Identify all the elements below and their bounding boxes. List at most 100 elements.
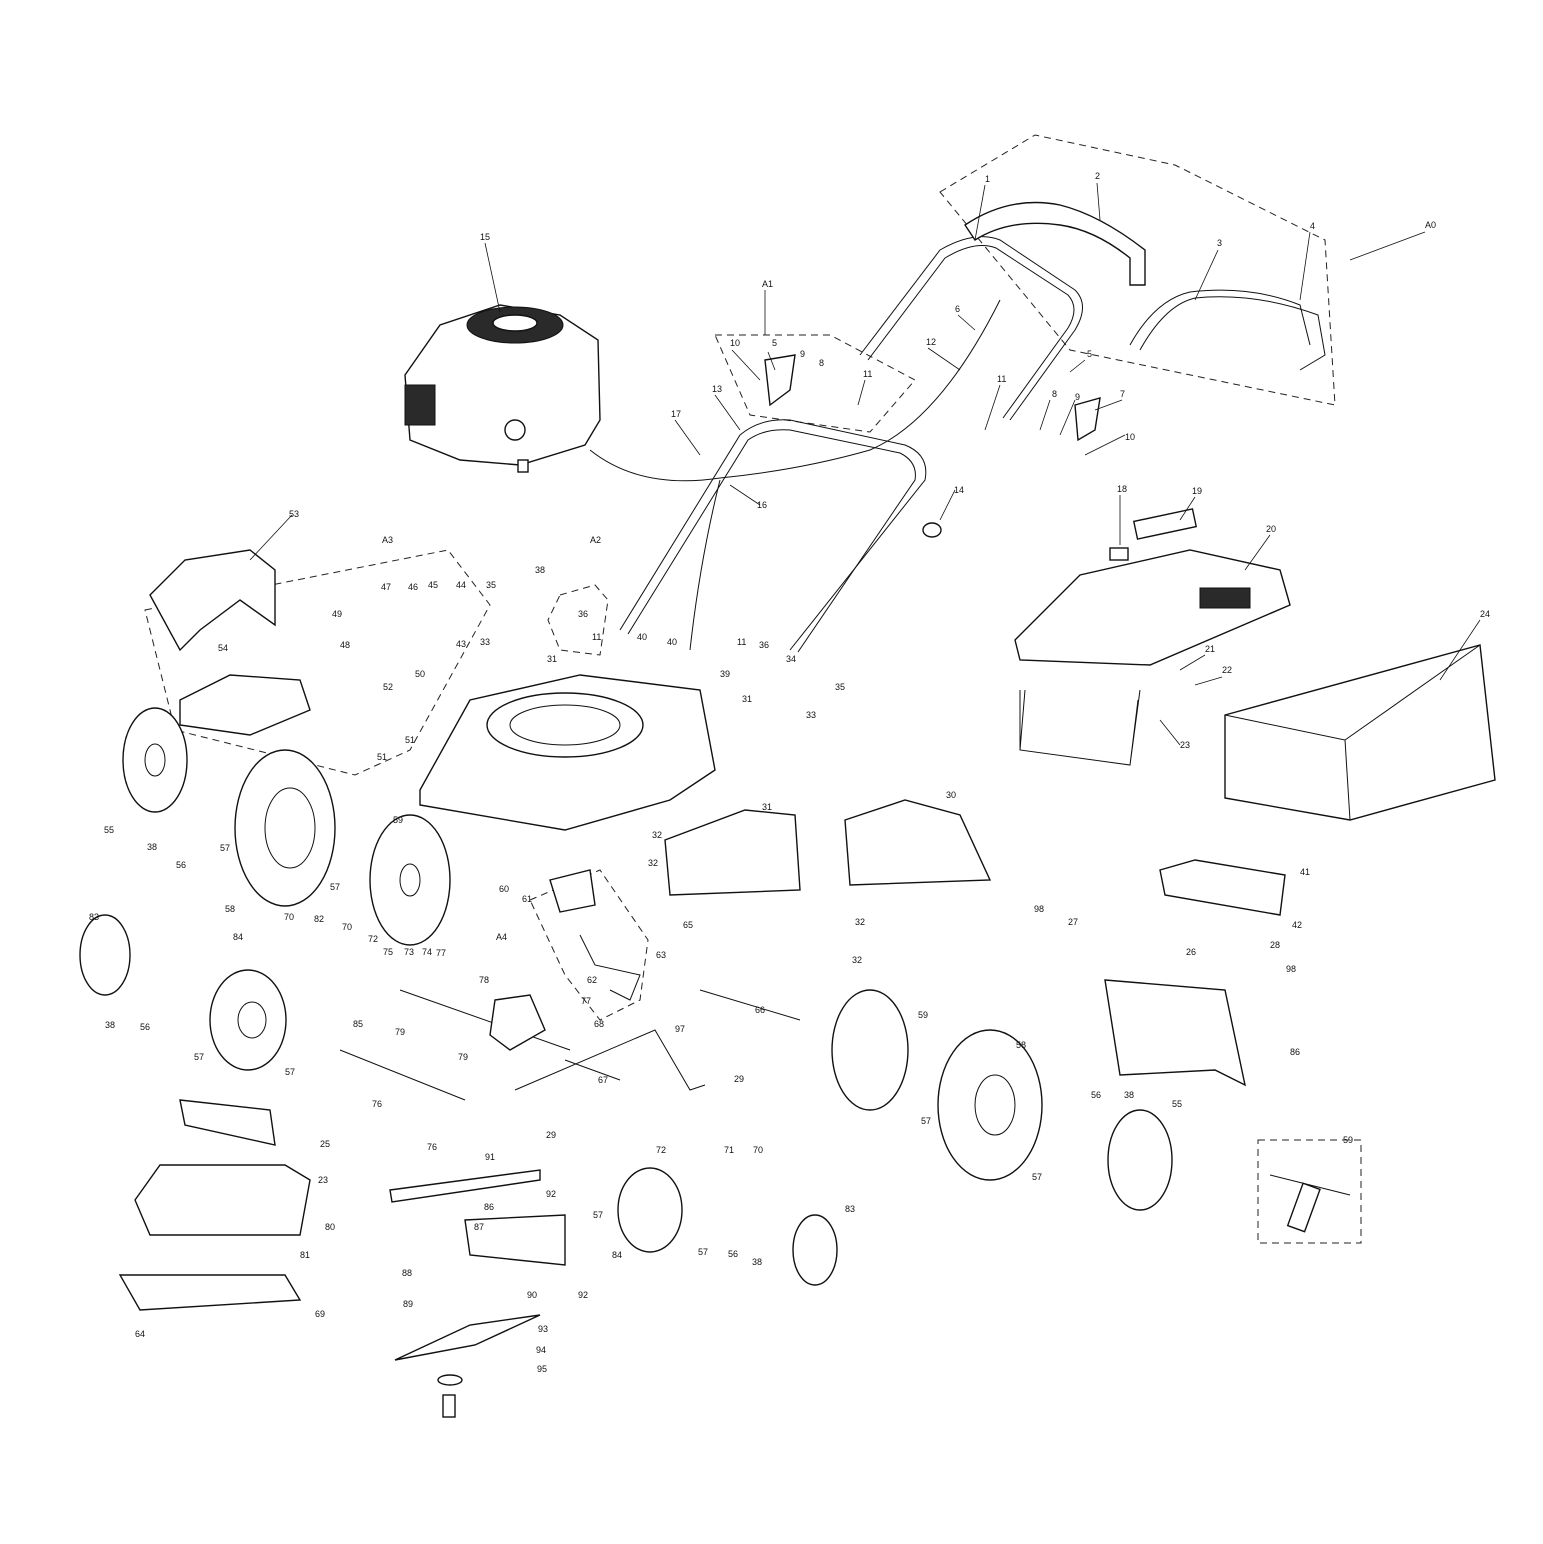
- grip-bar: [964, 201, 1146, 286]
- chute-53: [149, 549, 276, 652]
- lower-handle-bar-inner: [627, 429, 916, 653]
- spring-67: [564, 1059, 621, 1081]
- height-lever-62: [579, 934, 641, 1001]
- callout-9-right: 9: [1075, 392, 1080, 402]
- callout-9-left: 9: [800, 349, 805, 359]
- label-plate-18: [1109, 547, 1129, 561]
- callout-92-b: 92: [578, 1290, 588, 1300]
- callout-A1: A1: [762, 279, 773, 289]
- label-plate-19: [1132, 508, 1198, 540]
- group-A2-outline: [547, 584, 609, 656]
- lower-handle-bar: [619, 419, 927, 651]
- upper-handle-bar-inner: [867, 245, 1075, 419]
- wheel-disc-left-hub: [399, 863, 421, 897]
- callout-35-b: 35: [835, 682, 845, 692]
- callout-56-b: 56: [140, 1022, 150, 1032]
- handle-assembly: [589, 201, 1326, 653]
- callout-31-b: 31: [547, 654, 557, 664]
- callout-67: 67: [598, 1075, 608, 1085]
- control-cable-lower: [689, 479, 721, 651]
- callout-24: 24: [1480, 609, 1490, 619]
- callout-57-c: 57: [194, 1052, 204, 1062]
- callout-20: 20: [1266, 524, 1276, 534]
- callout-16: 16: [757, 500, 767, 510]
- group-59-outline: [1257, 1139, 1362, 1244]
- callout-32-a: 32: [652, 830, 662, 840]
- callout-86-a: 86: [484, 1202, 494, 1212]
- callout-68: 68: [594, 1019, 604, 1029]
- callout-18: 18: [1117, 484, 1127, 494]
- callout-58-a: 58: [225, 904, 235, 914]
- grass-bag: [1224, 644, 1496, 821]
- engine-air-filter: [404, 384, 436, 426]
- wheel-disc-right: [831, 989, 909, 1111]
- callout-57-e: 57: [593, 1210, 603, 1220]
- callout-8-left: 8: [819, 358, 824, 368]
- callout-A3: A3: [382, 535, 393, 545]
- callout-44: 44: [456, 580, 466, 590]
- callout-76-b: 76: [427, 1142, 437, 1152]
- callout-23-top: 23: [1180, 740, 1190, 750]
- callout-72-b: 72: [656, 1145, 666, 1155]
- callout-58-b: 58: [1016, 1040, 1026, 1050]
- rear-bumper-80: [134, 1164, 311, 1236]
- callout-33-b: 33: [806, 710, 816, 720]
- callout-1: 1: [985, 174, 990, 184]
- drive-components: [339, 869, 801, 1418]
- callout-8-right: 8: [1052, 389, 1057, 399]
- callout-84-b: 84: [612, 1250, 622, 1260]
- engine-shaft: [517, 459, 529, 473]
- side-discharge-chute: [844, 799, 992, 886]
- axle-78: [399, 989, 571, 1051]
- baffle-92: [464, 1214, 566, 1266]
- blade-adapter-94: [437, 1374, 463, 1386]
- mower-deck: [419, 674, 716, 831]
- callout-11-c: 11: [592, 632, 601, 642]
- callout-23-bottom: 23: [318, 1175, 328, 1185]
- callout-90: 90: [527, 1290, 537, 1300]
- callout-51-b: 51: [377, 752, 387, 762]
- upper-handle-bar: [859, 236, 1083, 421]
- callout-7: 7: [1120, 389, 1125, 399]
- callout-6: 6: [955, 304, 960, 314]
- wrench-bar: [1269, 1174, 1351, 1196]
- callout-94: 94: [536, 1345, 546, 1355]
- callout-50: 50: [415, 669, 425, 679]
- callout-48: 48: [340, 640, 350, 650]
- callout-86-b: 86: [1290, 1047, 1300, 1057]
- mulch-plug: [664, 809, 801, 896]
- callout-74: 74: [422, 947, 432, 957]
- callout-76-a: 76: [372, 1099, 382, 1109]
- rear-grille-69: [118, 1274, 302, 1311]
- wheel-rear-right-hub: [974, 1074, 1016, 1136]
- lever-97: [514, 1029, 706, 1091]
- callout-70-c: 70: [753, 1145, 763, 1155]
- callout-42: 42: [1292, 920, 1302, 930]
- callout-77-b: 77: [581, 996, 591, 1006]
- callout-59-a: 59: [393, 815, 403, 825]
- callout-32-d: 32: [852, 955, 862, 965]
- callout-27: 27: [1068, 917, 1078, 927]
- callout-63: 63: [656, 950, 666, 960]
- callout-30: 30: [946, 790, 956, 800]
- callout-57-h: 57: [1032, 1172, 1042, 1182]
- callout-32-c: 32: [855, 917, 865, 927]
- callout-2: 2: [1095, 171, 1100, 181]
- callout-A2: A2: [590, 535, 601, 545]
- callout-89: 89: [403, 1299, 413, 1309]
- wheel-cap-left-hub: [144, 743, 166, 777]
- callout-15: 15: [480, 232, 490, 242]
- callout-5-left: 5: [772, 338, 777, 348]
- callout-57-b: 57: [330, 882, 340, 892]
- callout-19: 19: [1192, 486, 1202, 496]
- callout-3: 3: [1217, 238, 1222, 248]
- callout-29-a: 29: [734, 1074, 744, 1084]
- callout-21: 21: [1205, 644, 1215, 654]
- wheel-rear-right: [937, 1029, 1043, 1181]
- callout-32-b: 32: [648, 858, 658, 868]
- grass-box-lid-vent: [1199, 587, 1251, 609]
- group-A1-outline: [714, 334, 916, 433]
- leader-lines: [249, 182, 1481, 746]
- callout-56-c: 56: [728, 1249, 738, 1259]
